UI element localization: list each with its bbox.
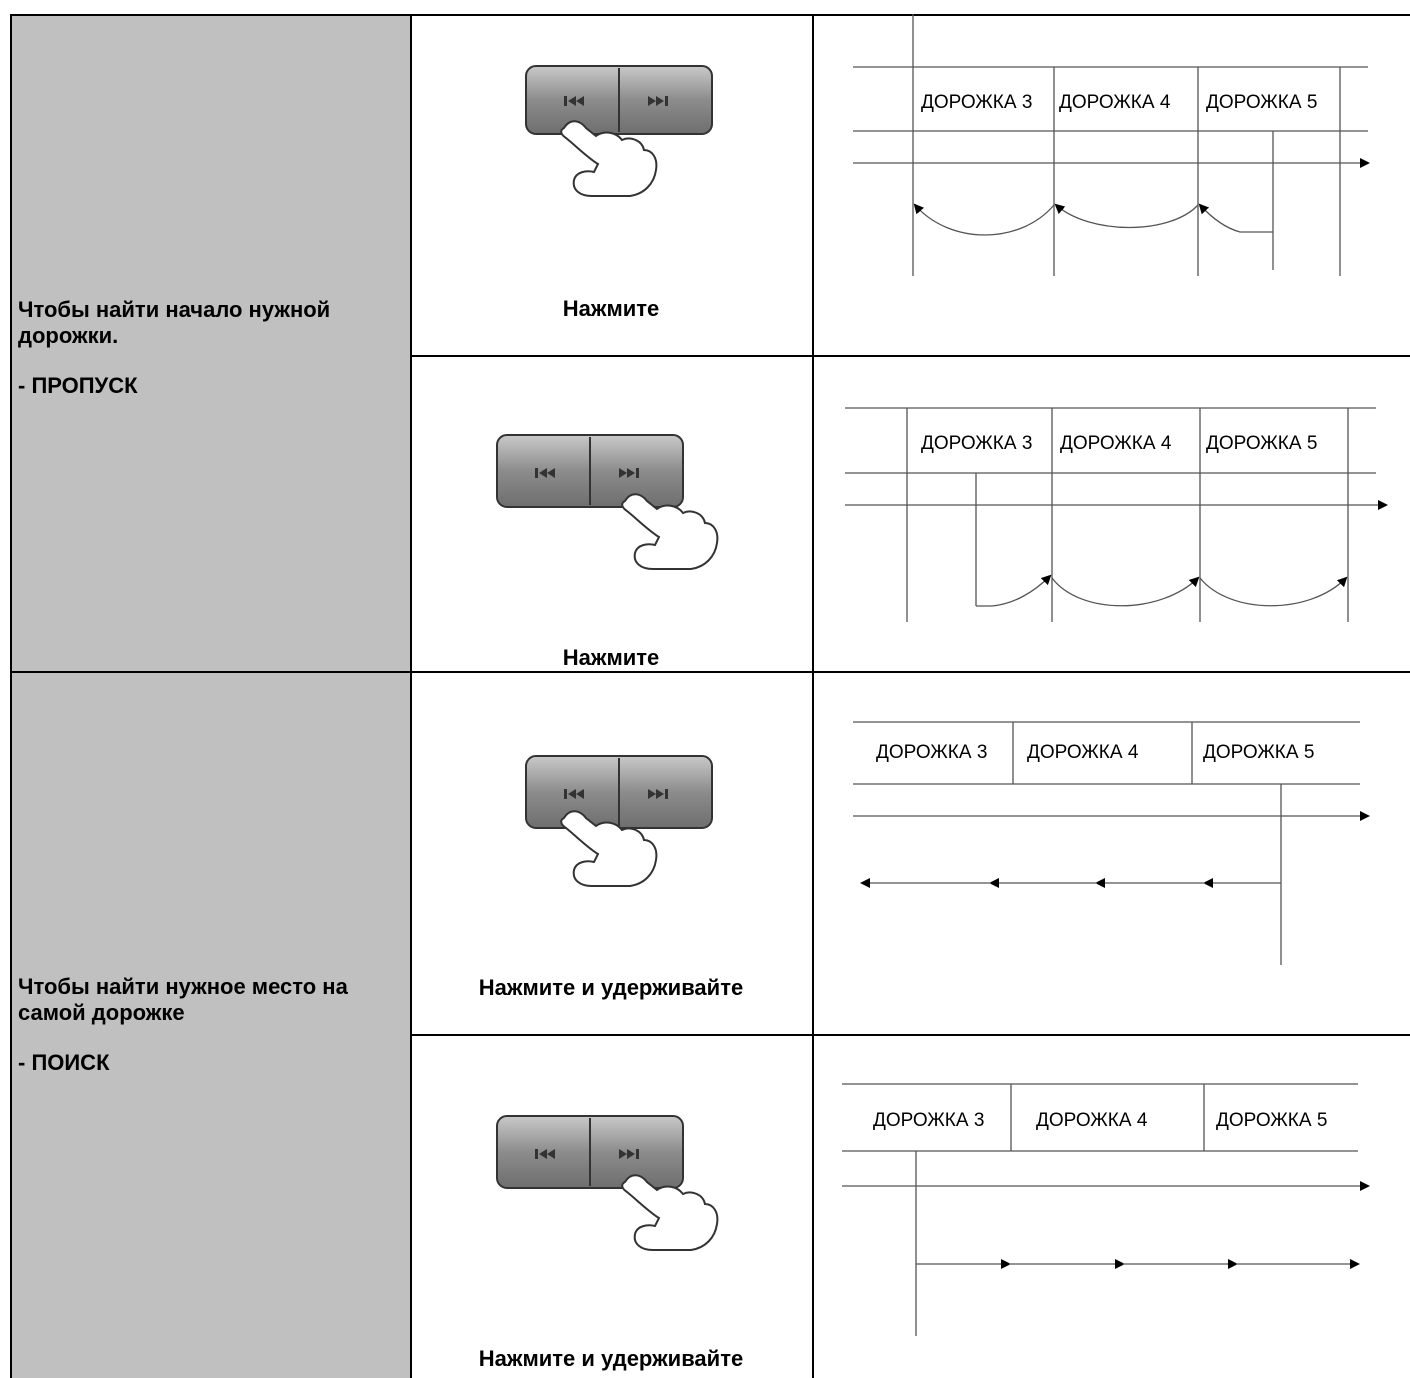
subrow-divider-2 bbox=[410, 1034, 1410, 1036]
skip-buttons-next bbox=[496, 434, 719, 570]
track-label: ДОРОЖКА 4 bbox=[1027, 742, 1139, 763]
search-buttons-prev bbox=[525, 755, 713, 887]
track-label: ДОРОЖКА 3 bbox=[876, 742, 987, 763]
skip-forward-icon bbox=[619, 468, 639, 478]
skip-back-icon bbox=[535, 1149, 555, 1159]
hand-press-icon bbox=[621, 493, 719, 570]
action-caption: Нажмите и удерживайте bbox=[478, 1346, 744, 1371]
search-back-diagram bbox=[853, 721, 1370, 965]
skip-forward-icon bbox=[648, 96, 668, 106]
left-column bbox=[10, 14, 410, 1378]
track-label: ДОРОЖКА 5 bbox=[1206, 433, 1317, 454]
hand-press-icon bbox=[560, 810, 658, 887]
action-caption: Нажмите и удерживайте bbox=[478, 975, 744, 1000]
search-buttons-next bbox=[496, 1115, 719, 1251]
left-border bbox=[10, 14, 12, 1378]
row-divider bbox=[10, 671, 1410, 673]
track-label: ДОРОЖКА 3 bbox=[921, 433, 1032, 454]
column-divider-2 bbox=[812, 14, 814, 1378]
search-title: Чтобы найти нужное место на самой дорожк… bbox=[18, 974, 348, 1025]
subrow-divider-1 bbox=[410, 355, 1410, 357]
skip-forward-icon bbox=[648, 789, 668, 799]
skip-title: Чтобы найти начало нужной дорожки. bbox=[18, 297, 331, 348]
search-forward-diagram bbox=[842, 1083, 1370, 1336]
hand-press-icon bbox=[560, 120, 658, 197]
top-border bbox=[10, 14, 1410, 16]
skip-description: Чтобы найти начало нужной дорожки. - ПРО… bbox=[18, 297, 403, 399]
track-label: ДОРОЖКА 4 bbox=[1036, 1110, 1148, 1131]
search-description: Чтобы найти нужное место на самой дорожк… bbox=[18, 974, 403, 1076]
hand-press-icon bbox=[621, 1174, 719, 1251]
skip-back-icon bbox=[564, 789, 584, 799]
skip-forward-icon bbox=[619, 1149, 639, 1159]
column-divider-1 bbox=[410, 14, 412, 1378]
action-caption: Нажмите bbox=[562, 645, 660, 670]
track-label: ДОРОЖКА 5 bbox=[1216, 1110, 1327, 1131]
search-label: - ПОИСК bbox=[18, 1050, 110, 1075]
track-label: ДОРОЖКА 3 bbox=[873, 1110, 984, 1131]
track-label: ДОРОЖКА 4 bbox=[1060, 433, 1172, 454]
skip-buttons-prev bbox=[525, 65, 713, 197]
skip-forward-diagram bbox=[845, 407, 1388, 622]
skip-back-icon bbox=[535, 468, 555, 478]
track-label: ДОРОЖКА 3 bbox=[921, 92, 1032, 113]
track-label: ДОРОЖКА 5 bbox=[1206, 92, 1317, 113]
skip-back-diagram bbox=[853, 14, 1370, 276]
skip-back-icon bbox=[564, 96, 584, 106]
track-label: ДОРОЖКА 4 bbox=[1059, 92, 1171, 113]
track-label: ДОРОЖКА 5 bbox=[1203, 742, 1314, 763]
action-caption: Нажмите bbox=[562, 296, 660, 321]
skip-label: - ПРОПУСК bbox=[18, 373, 138, 398]
